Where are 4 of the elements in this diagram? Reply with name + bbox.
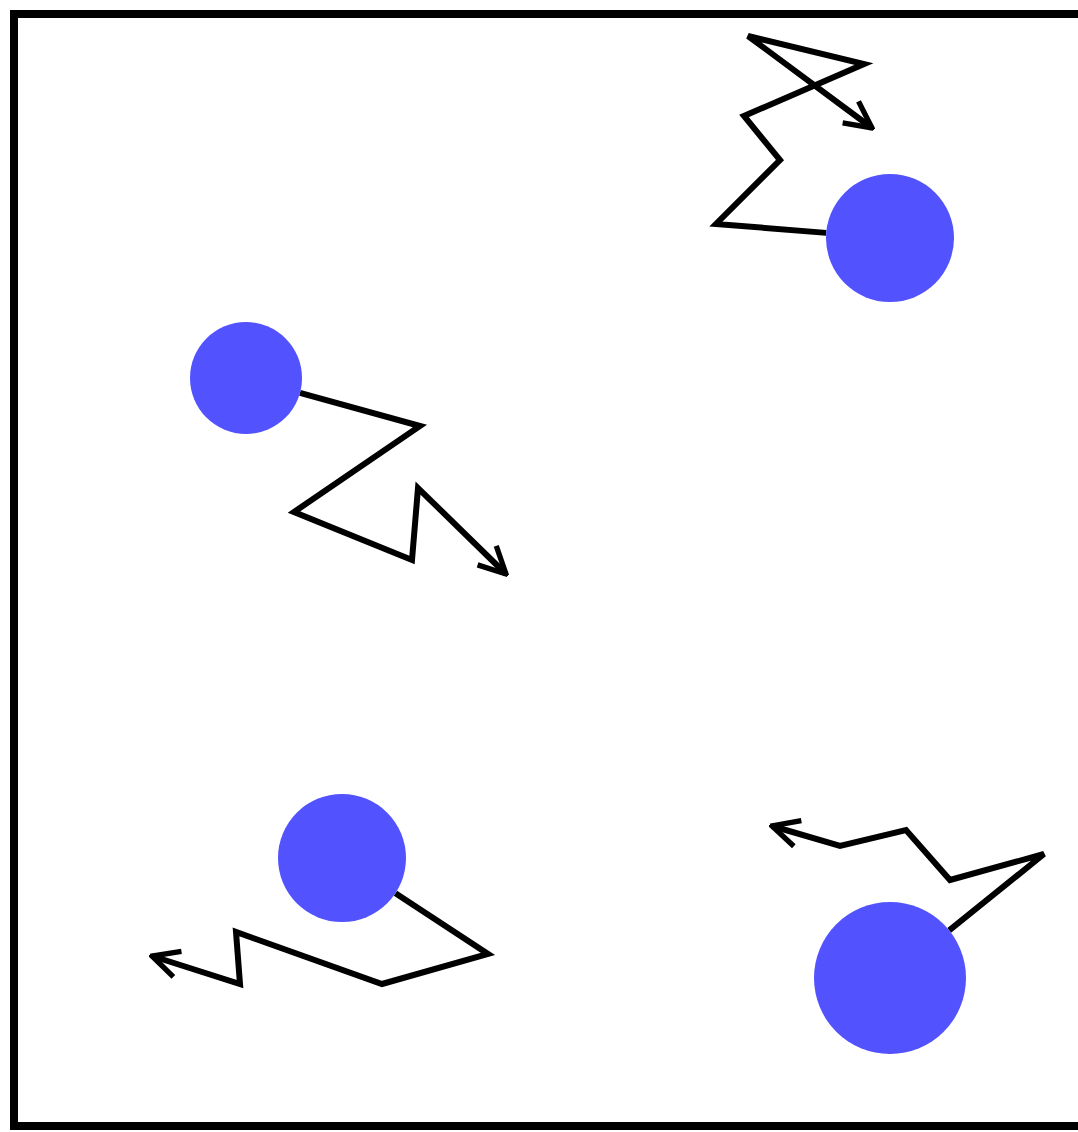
arrow [287, 390, 509, 577]
arrow [149, 890, 496, 989]
arrow [709, 33, 875, 236]
arrow [769, 818, 1047, 933]
